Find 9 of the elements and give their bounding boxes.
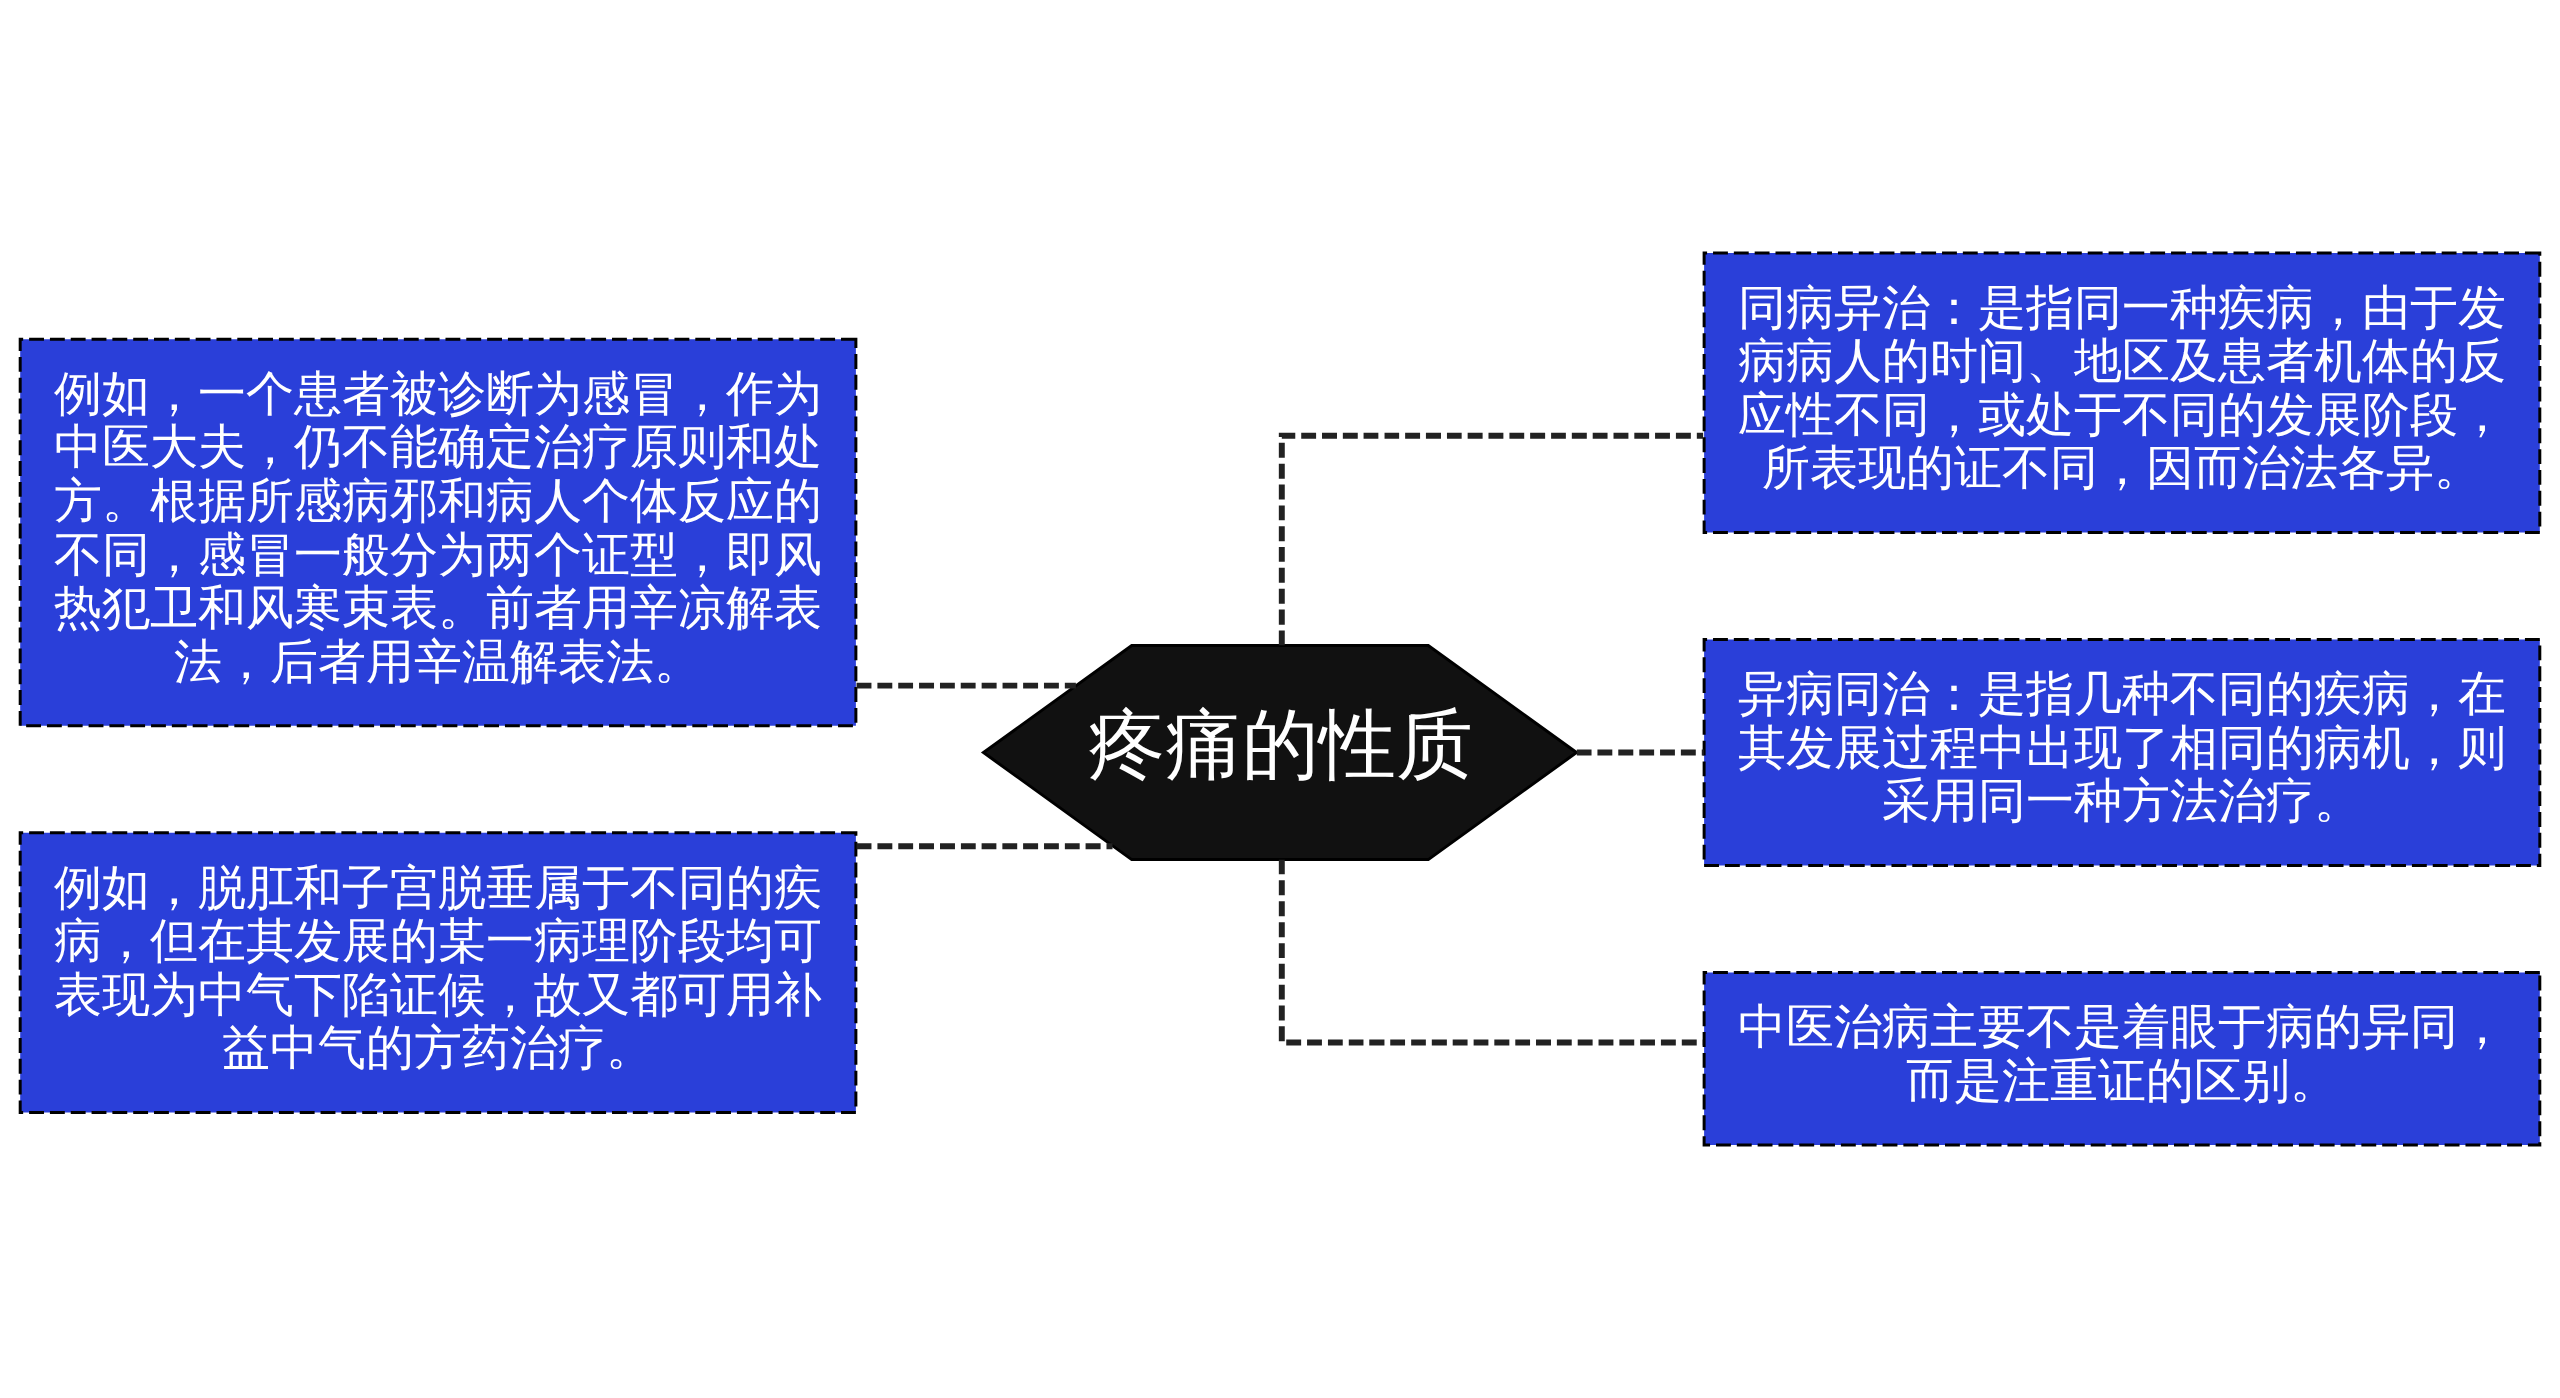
- connector: [856, 682, 1076, 689]
- connector: [1278, 432, 1704, 646]
- node-box: 异病同治：是指几种不同的疾病，在其发展过程中出现了相同的病机，则采用同一种方法治疗。: [1702, 638, 2542, 868]
- node-box: 例如，脱肛和子宫脱垂属于不同的疾病，但在其发展的某一病理阶段均可表现为中气下陷证候，故又都可用补益中气的方药治疗。: [18, 831, 858, 1114]
- connector: [1576, 749, 1704, 756]
- connector: [856, 843, 1113, 850]
- node-box: 同病异治：是指同一种疾病，由于发病病人的时间、地区及患者机体的反应性不同，或处于不同的发展阶段，所表现的证不同，因而治法各异。: [1702, 251, 2542, 534]
- node-box: 例如，一个患者被诊断为感冒，作为中医大夫，仍不能确定治疗原则和处方。根据所感病邪和病人个体反应的不同，感冒一般分为两个证型，即风热犯卫和风寒束表。前者用辛凉解表法，后者用辛温解表法。: [18, 337, 858, 728]
- node-box: 中医治病主要不是着眼于病的异同，而是注重证的区别。: [1702, 971, 2542, 1147]
